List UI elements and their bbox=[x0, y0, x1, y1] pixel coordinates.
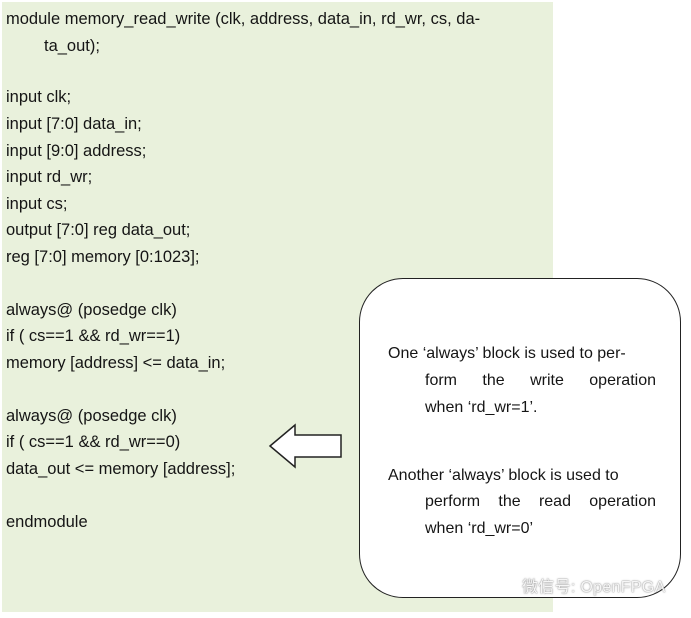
wechat-icon bbox=[489, 574, 515, 596]
code-line-always-read: always@ (posedge clk) bbox=[6, 407, 177, 425]
note2-line3: when ‘rd_wr=0’ bbox=[425, 520, 534, 537]
code-line-endmodule: endmodule bbox=[6, 513, 88, 531]
watermark: 微信号: OpenFPGA bbox=[488, 574, 666, 596]
note1-line3: when ‘rd_wr=1’. bbox=[425, 399, 538, 416]
code-line-reg-memory: reg [7:0] memory [0:1023]; bbox=[6, 248, 200, 266]
code-line-read-assign: data_out <= memory [address]; bbox=[6, 460, 236, 478]
code-line-input-address: input [9:0] address; bbox=[6, 142, 147, 160]
code-line-always-write: always@ (posedge clk) bbox=[6, 301, 177, 319]
code-line-input-clk: input clk; bbox=[6, 88, 72, 106]
note2-line2: perform the read operation bbox=[425, 493, 656, 510]
code-line-input-data-in: input [7:0] data_in; bbox=[6, 115, 142, 133]
note1-line2: form the write operation bbox=[425, 372, 656, 389]
code-line-if-read: if ( cs==1 && rd_wr==0) bbox=[6, 433, 181, 451]
code-line-input-rd-wr: input rd_wr; bbox=[6, 168, 93, 186]
code-line-write-assign: memory [address] <= data_in; bbox=[6, 354, 226, 372]
code-line-module: module memory_read_write (clk, address, … bbox=[6, 10, 481, 28]
code-line-input-cs: input cs; bbox=[6, 195, 68, 213]
note2-line1: Another ‘always’ block is used to bbox=[388, 467, 619, 484]
code-line-if-write: if ( cs==1 && rd_wr==1) bbox=[6, 327, 181, 345]
code-line-module-cont: ta_out); bbox=[44, 37, 100, 55]
watermark-text: 微信号: OpenFPGA bbox=[522, 579, 666, 596]
callout-box: One ‘always’ block is used to per- form … bbox=[359, 278, 681, 598]
left-arrow-icon bbox=[268, 423, 342, 469]
note1-line1: One ‘always’ block is used to per- bbox=[388, 345, 626, 362]
code-line-output-data-out: output [7:0] reg data_out; bbox=[6, 221, 191, 239]
